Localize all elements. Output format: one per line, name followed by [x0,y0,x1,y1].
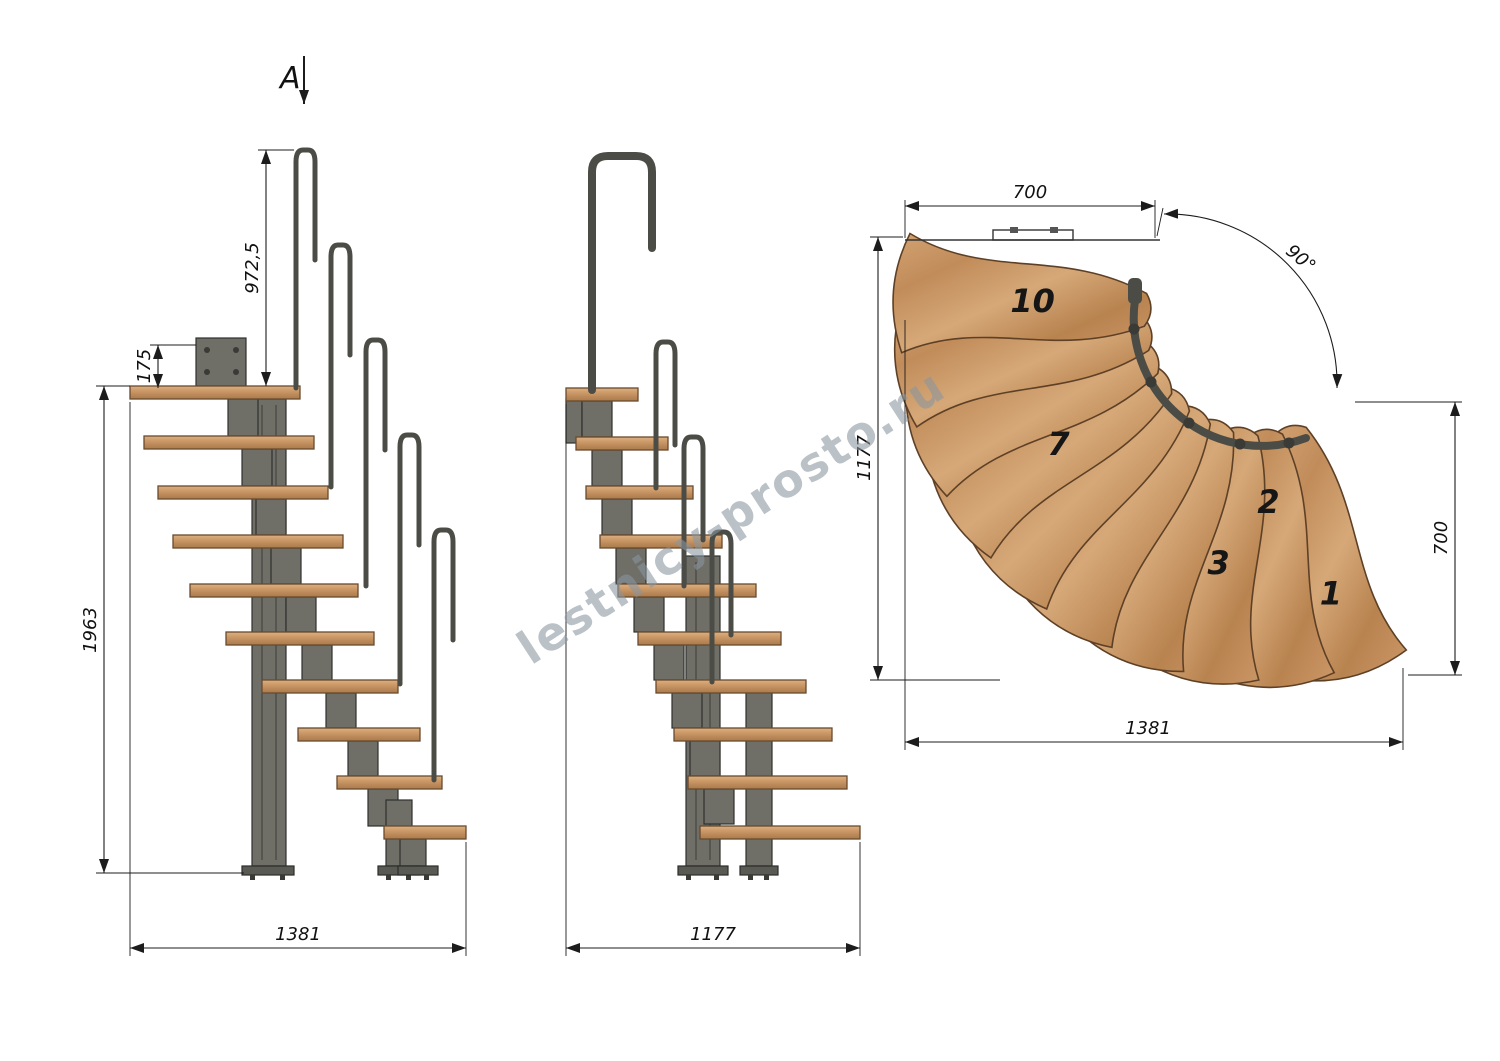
side-wall-plate [195,337,247,387]
side-module [270,547,302,585]
front-module [653,644,685,681]
side-handrail [293,147,456,783]
handrail-post [653,339,678,491]
front-module [581,400,613,438]
plan-dimensions: 700 90° 1177 700 1381 [854,182,1462,750]
dim-front-width: 1177 [690,924,736,945]
front-tread-3 [673,727,833,742]
plan-tread-labels: 1 23 7 10 [1010,282,1342,613]
front-tread-9 [575,436,669,451]
front-handrail [588,152,734,685]
dim-total-height: 1963 [80,607,101,653]
side-tread-5 [225,631,375,646]
side-view: A [80,56,467,956]
side-foot-flange [241,865,295,876]
front-tread-10 [565,387,639,402]
side-tread-8 [157,485,329,500]
side-module [301,644,333,681]
side-tread-10 [129,385,301,400]
front-module [671,692,703,729]
handrail-post [363,337,388,589]
front-foot-flange [677,865,729,876]
side-treads [129,385,467,840]
plan-tread-number-10: 10 [1010,282,1055,320]
side-module [241,448,273,487]
handrail-loop [588,152,656,394]
front-module [615,547,647,585]
front-module [703,788,735,825]
front-view: 1177 [565,152,861,956]
plan-tread-number-7: 7 [1047,425,1070,463]
dim-side-width: 1381 [275,924,321,945]
dim-plate-height: 175 [134,349,155,383]
side-tread-9 [143,435,315,450]
front-tread-7 [599,534,723,549]
handrail-post [293,147,318,391]
plan-wall-plate [992,227,1074,241]
dim-plan-angle: 90° [1282,240,1320,277]
handrail-post [431,527,456,783]
side-dimensions: 972,5 175 1963 1381 [80,149,467,956]
side-tread-7 [172,534,344,549]
handrail-baluster [1145,376,1157,388]
handrail-post-cap [1128,278,1142,304]
front-tread-2 [687,775,848,790]
dim-plan-right-depth: 700 [1431,521,1452,555]
side-module [325,692,357,729]
side-tread-6 [189,583,359,598]
plan-tread-number-2: 2 [1257,483,1279,521]
handrail-baluster [1234,438,1246,450]
plan-treads [892,232,1408,689]
side-module [347,740,379,777]
handrail-post [681,434,706,589]
handrail-baluster [1128,323,1140,335]
side-tread-4 [261,679,399,694]
plan-tread-number-1: 1 [1320,575,1342,613]
side-module [227,398,259,437]
front-tread-1 [699,825,861,840]
front-tread-4 [655,679,807,694]
front-tread-8 [585,485,694,500]
handrail-curve [1129,296,1310,450]
plan-tread-number-3: 3 [1207,544,1229,582]
side-foot-flange [397,865,439,876]
front-tread-6 [617,583,757,598]
plan-handrail [1128,278,1310,450]
dim-plan-bottom-width: 1381 [1125,718,1171,739]
front-foot-flange [739,865,779,876]
front-module [591,449,623,487]
front-module [689,740,721,777]
front-dimensions: 1177 [565,404,861,956]
handrail-baluster [1283,437,1295,449]
side-module [255,498,287,536]
side-module [285,596,317,633]
section-marker-label: A [278,61,301,96]
side-tread-1 [383,825,467,840]
dim-plan-top-width: 700 [1013,182,1047,203]
handrail-post [328,242,353,490]
dim-plan-left-depth: 1177 [854,435,875,481]
handrail-post [709,529,734,685]
side-tread-2 [336,775,443,790]
side-tread-3 [297,727,421,742]
handrail-post [397,432,422,687]
dim-rail-height: 972,5 [242,242,263,294]
plan-tread-10 [892,232,1152,354]
side-front-support [399,838,427,867]
front-module [601,498,633,536]
handrail-baluster [1183,417,1195,429]
